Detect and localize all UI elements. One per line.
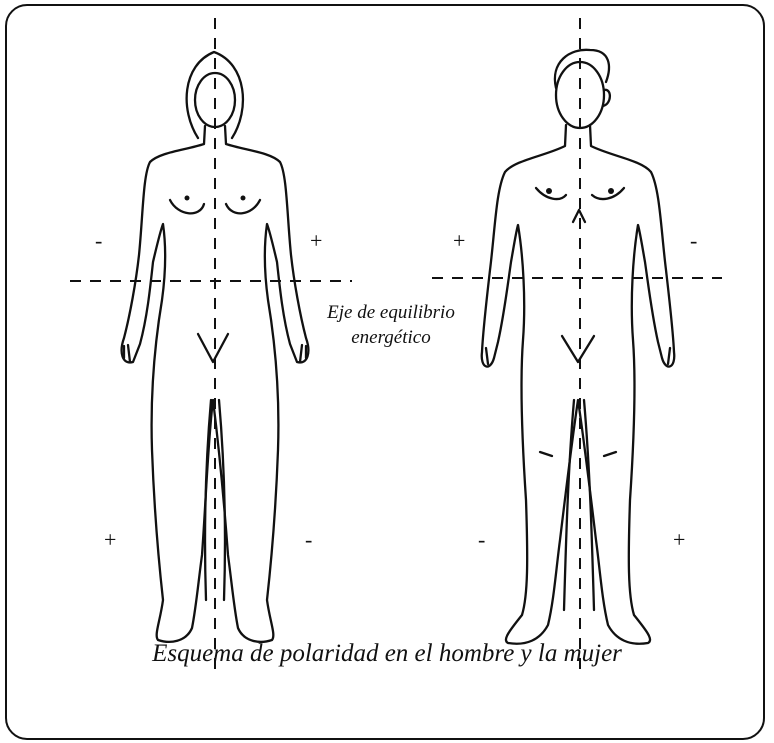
man-figure	[482, 50, 675, 644]
axis-label-line2: energético	[296, 325, 486, 350]
man-hand-left	[486, 348, 488, 364]
man-groin	[562, 336, 594, 362]
sign-man-upper-right: -	[690, 230, 697, 252]
sign-woman-upper-left: -	[95, 230, 102, 252]
axis-label-line1: Eje de equilibrio	[296, 300, 486, 325]
man-knee-right	[604, 452, 616, 456]
man-hair	[555, 50, 609, 88]
diagram-caption: Esquema de polaridad en el hombre y la m…	[60, 640, 714, 668]
woman-groin	[198, 334, 228, 362]
sign-woman-lower-right: -	[305, 529, 312, 551]
sign-woman-upper-right: +	[310, 230, 322, 252]
man-body-outline	[482, 125, 675, 644]
man-hand-right	[668, 348, 670, 364]
sign-man-lower-left: -	[478, 529, 485, 551]
sign-man-lower-right: +	[673, 529, 685, 551]
axis-label: Eje de equilibrio energético	[296, 300, 486, 350]
woman-chest-left	[170, 200, 204, 213]
man-chest-right	[592, 188, 624, 199]
sign-woman-lower-left: +	[104, 529, 116, 551]
sign-man-upper-left: +	[453, 230, 465, 252]
man-inner-leg-left	[564, 400, 574, 610]
woman-inner-leg-right	[219, 400, 225, 600]
man-knee-left	[540, 452, 552, 456]
woman-chest-right	[226, 200, 260, 213]
